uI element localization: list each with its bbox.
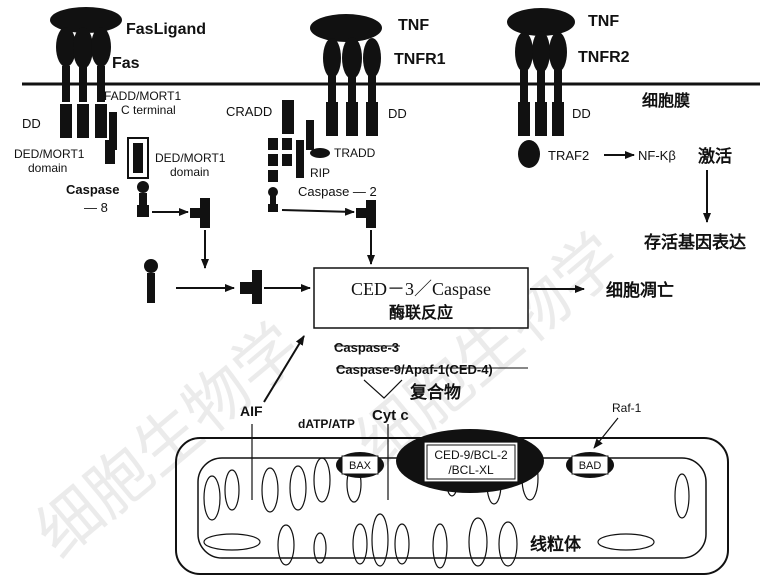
fas-label: Fas bbox=[112, 55, 140, 72]
bad-label: BAD bbox=[579, 460, 602, 472]
caspase2-label: Caspase — 2 bbox=[298, 184, 377, 199]
ded-left-label-2: domain bbox=[28, 161, 67, 175]
ded-mid-label-2: domain bbox=[170, 165, 209, 179]
cascade-title: CED－3／Caspase bbox=[351, 279, 491, 299]
tnfr1-dd-label: DD bbox=[388, 106, 407, 121]
fadd-label: FADD/MORT1 bbox=[104, 89, 181, 103]
datp-label: dATP/ATP bbox=[298, 417, 355, 431]
tnf1-label: TNF bbox=[398, 17, 429, 34]
aif-label: AIF bbox=[240, 403, 263, 419]
svg-text:细胞生物学: 细胞生物学 bbox=[23, 310, 316, 572]
fas-dd-label: DD bbox=[22, 116, 41, 131]
fadd-molecule bbox=[128, 138, 148, 178]
bax-label: BAX bbox=[349, 460, 372, 472]
activation-label: 激活 bbox=[698, 146, 732, 167]
complex-label: 复合物 bbox=[409, 382, 461, 403]
nfkb-label: NF-Kβ bbox=[638, 148, 676, 163]
ced9-label-2: /BCL-XL bbox=[448, 463, 494, 477]
caspase8-label-2: — 8 bbox=[84, 200, 108, 215]
fadd-ded-bar bbox=[105, 140, 115, 164]
ded-left-label-1: DED/MORT1 bbox=[14, 147, 85, 161]
ded-mid-label-1: DED/MORT1 bbox=[155, 151, 226, 165]
tnfr1-label: TNFR1 bbox=[394, 51, 446, 68]
cytc-label: Cyt c bbox=[372, 407, 409, 424]
fadd-cterminal-label: C terminal bbox=[121, 103, 176, 117]
complex-line-label: Caspase-9/Apaf-1(CED-4) bbox=[336, 362, 493, 377]
raf1-label: Raf-1 bbox=[612, 401, 642, 415]
tradd-label: TRADD bbox=[334, 146, 376, 160]
traf2-label: TRAF2 bbox=[548, 148, 589, 163]
tnfr1-receptor bbox=[310, 14, 382, 136]
tnfr2-receptor bbox=[507, 8, 575, 168]
apoptosis-label: 细胞凋亡 bbox=[606, 280, 674, 301]
active-caspase8 bbox=[190, 198, 210, 228]
caspase3-label: Caspase-3 bbox=[334, 340, 399, 355]
caspase8-molecule bbox=[137, 181, 149, 217]
caspase-activated-molecule bbox=[240, 270, 262, 304]
tnfr2-label: TNFR2 bbox=[578, 49, 630, 66]
caspase8-label-1: Caspase bbox=[66, 182, 119, 197]
procaspase-molecule bbox=[144, 259, 158, 303]
arrow-raf1 bbox=[594, 418, 618, 448]
cascade-subtitle: 酶联反应 bbox=[389, 303, 453, 322]
cradd-label: CRADD bbox=[226, 104, 272, 119]
ced9-label-1: CED-9/BCL-2 bbox=[434, 448, 508, 462]
tnfr2-dd-label: DD bbox=[572, 106, 591, 121]
caspase2-molecule bbox=[268, 187, 278, 212]
membrane-label: 细胞膜 bbox=[642, 91, 690, 110]
tnf2-label: TNF bbox=[588, 13, 619, 30]
active-caspase2 bbox=[356, 200, 376, 228]
fasligand-label: FasLigand bbox=[126, 21, 206, 38]
mitochondrion-label: 线粒体 bbox=[530, 534, 582, 555]
survival-label: 存活基因表达 bbox=[644, 232, 746, 253]
arrow-casp2-activate bbox=[282, 210, 354, 212]
rip-label: RIP bbox=[310, 166, 330, 180]
